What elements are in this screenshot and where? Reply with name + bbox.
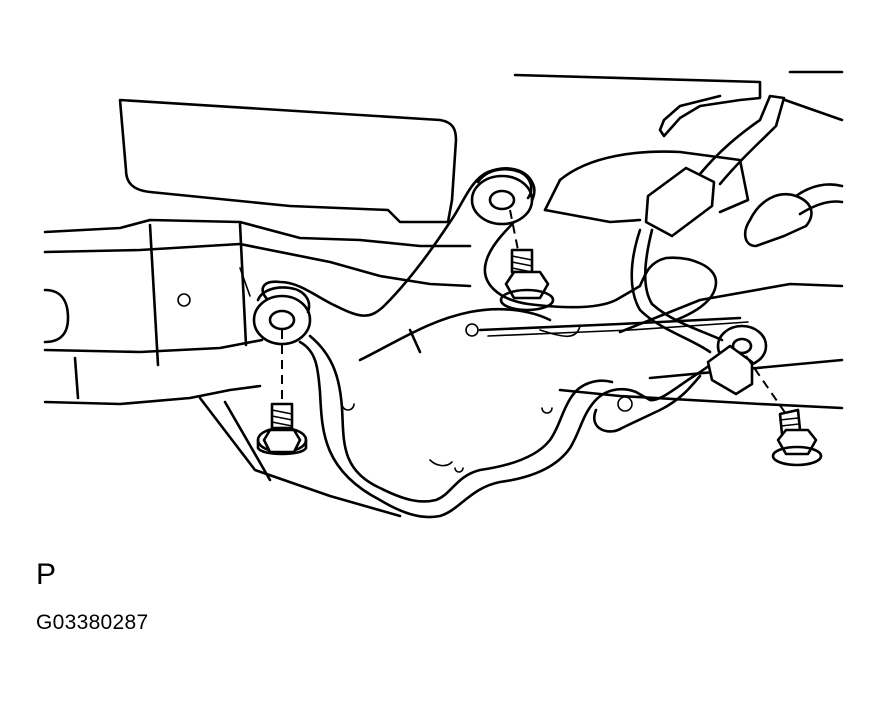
frame-crossmember <box>43 218 844 518</box>
wiring-harness <box>465 94 844 396</box>
bushing-left <box>252 286 312 346</box>
body-panel-upper-left <box>118 98 458 224</box>
bolt-left <box>256 330 308 456</box>
mount-bracket-illustration <box>43 70 844 519</box>
bolt-right <box>745 355 823 467</box>
bolt-upper <box>499 209 555 312</box>
figure-code: G03380287 <box>36 611 149 634</box>
bushing-upper <box>470 168 534 226</box>
body-panel-upper-right <box>513 70 844 224</box>
view-label: P <box>36 558 57 591</box>
